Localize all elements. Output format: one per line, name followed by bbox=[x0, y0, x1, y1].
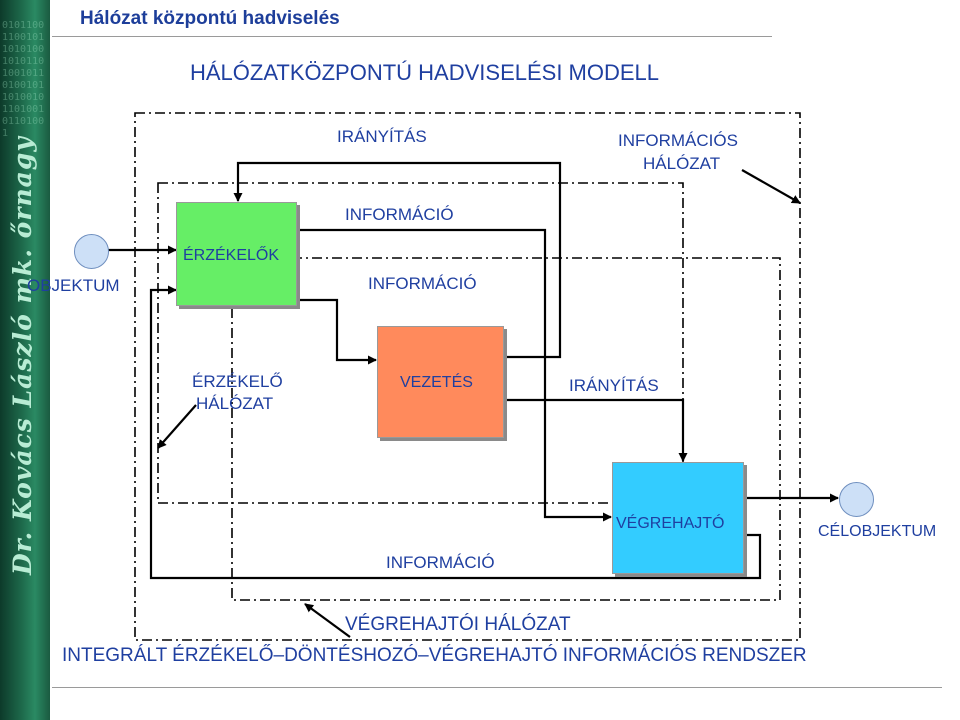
vegrehajto-box: VÉGREHAJTÓ bbox=[612, 462, 744, 574]
label-informacio-1: INFORMÁCIÓ bbox=[345, 205, 454, 225]
label-celobjektum: CÉLOBJEKTUM bbox=[818, 523, 936, 541]
informacio-flow-2 bbox=[296, 300, 376, 360]
label-erzekelo-halozat-line1: ÉRZÉKELŐ bbox=[192, 372, 283, 392]
erzekelo-halozat-pointer bbox=[158, 405, 196, 448]
label-vegrehajtoi-halozat: VÉGREHAJTÓI HÁLÓZAT bbox=[345, 614, 571, 636]
label-iranyitas-mid: IRÁNYÍTÁS bbox=[569, 376, 659, 396]
label-informacios-halozat-line2: HÁLÓZAT bbox=[643, 154, 720, 174]
vezetes-to-vegrehajto bbox=[503, 400, 683, 461]
label-informacio-bottom: INFORMÁCIÓ bbox=[386, 553, 495, 573]
informacios-halozat-pointer bbox=[742, 170, 800, 203]
label-informacios-halozat-line1: INFORMÁCIÓS bbox=[618, 131, 738, 151]
erzekelok-label: ÉRZÉKELŐK bbox=[183, 247, 279, 265]
label-iranyitas-top: IRÁNYÍTÁS bbox=[337, 127, 427, 147]
footer-divider bbox=[52, 687, 942, 688]
label-objektum: OBJEKTUM bbox=[27, 276, 120, 296]
diagram-title: HÁLÓZATKÖZPONTÚ HADVISELÉSI MODELL bbox=[190, 60, 659, 86]
vegrehajtoi-halozat-pointer bbox=[305, 604, 350, 637]
celobjektum-circle bbox=[839, 482, 874, 517]
footer-system-title: INTEGRÁLT ÉRZÉKELŐ–DÖNTÉSHOZÓ–VÉGREHAJTÓ… bbox=[62, 645, 807, 667]
label-erzekelo-halozat-line2: HÁLÓZAT bbox=[196, 394, 273, 414]
objektum-circle bbox=[74, 234, 109, 269]
label-informacio-2: INFORMÁCIÓ bbox=[368, 274, 477, 294]
vezetes-box: VEZETÉS bbox=[377, 326, 504, 438]
erzekelok-box: ÉRZÉKELŐK bbox=[176, 202, 297, 306]
vegrehajto-label: VÉGREHAJTÓ bbox=[616, 515, 724, 533]
vezetes-label: VEZETÉS bbox=[400, 374, 473, 392]
